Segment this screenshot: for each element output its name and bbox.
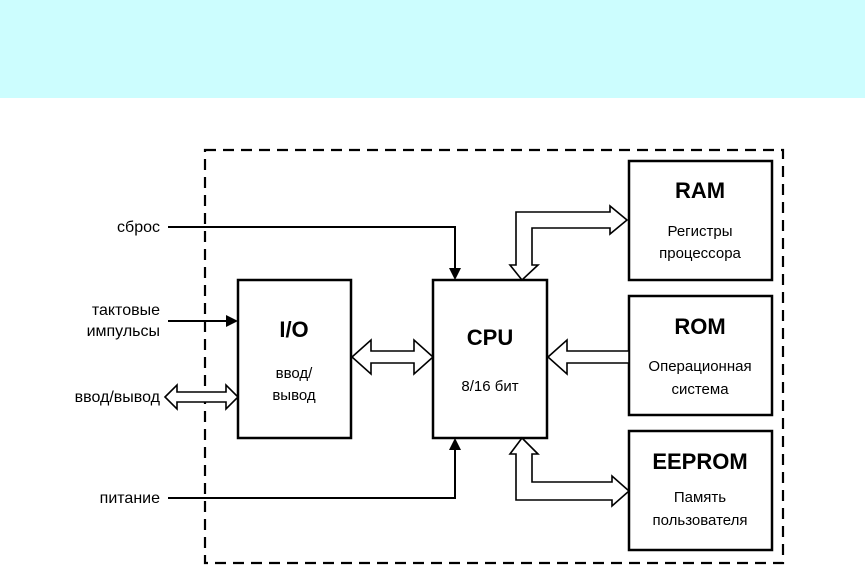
io-block-line2: вывод bbox=[272, 387, 316, 404]
io-signal-bidirectional-arrow bbox=[163, 383, 240, 411]
ram-block-title: RAM bbox=[675, 178, 725, 203]
cpu-block-line1: 8/16 бит bbox=[461, 378, 518, 395]
eeprom-block: EEPROM Память пользователя bbox=[627, 429, 774, 552]
rom-block: ROM Операционная система bbox=[627, 294, 774, 417]
eeprom-block-line1: Память bbox=[674, 489, 726, 506]
header-band bbox=[0, 0, 865, 98]
rom-block-title: ROM bbox=[674, 314, 725, 339]
eeprom-block-line2: пользователя bbox=[653, 512, 748, 529]
reset-label: сброс bbox=[117, 219, 160, 236]
io-block-line1: ввод/ bbox=[276, 365, 314, 382]
cpu-block: CPU 8/16 бит bbox=[431, 278, 549, 440]
ram-block: RAM Регистры процессора bbox=[627, 159, 774, 282]
io-block: I/O ввод/ вывод bbox=[236, 278, 353, 440]
ram-block-line1: Регистры bbox=[667, 223, 732, 240]
power-label: питание bbox=[100, 490, 160, 507]
rom-block-line2: система bbox=[671, 381, 729, 398]
eeprom-block-title: EEPROM bbox=[652, 449, 747, 474]
ram-block-line2: процессора bbox=[659, 245, 741, 262]
reset-arrowhead bbox=[449, 268, 461, 280]
cpu-eeprom-bus-arrow bbox=[508, 436, 631, 508]
clock-label-line1: тактовые bbox=[92, 302, 160, 319]
cpu-block-title: CPU bbox=[467, 325, 513, 350]
clock-arrowhead bbox=[226, 315, 238, 327]
rom-to-cpu-arrow bbox=[546, 338, 630, 376]
chip-boundary bbox=[203, 148, 785, 565]
cpu-ram-bus-arrow bbox=[508, 204, 629, 282]
reset-line bbox=[168, 226, 456, 270]
io-block-title: I/O bbox=[279, 317, 308, 342]
power-arrowhead bbox=[449, 438, 461, 450]
power-line bbox=[168, 448, 456, 499]
io-cpu-bus-arrow bbox=[350, 338, 435, 376]
rom-block-line1: Операционная bbox=[648, 358, 751, 375]
io-signal-label: ввод/вывод bbox=[75, 389, 161, 406]
clock-label-line2: импульсы bbox=[87, 323, 160, 340]
